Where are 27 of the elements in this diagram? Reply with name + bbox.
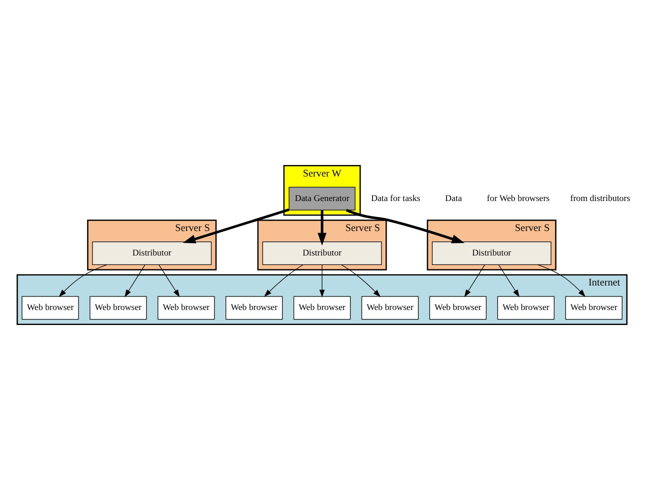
arrow (464, 264, 485, 297)
arrow (182, 208, 290, 243)
node-box: Data Generator (288, 186, 356, 210)
arrow (498, 264, 520, 297)
arrow (318, 210, 327, 246)
node-box: Web browser (158, 296, 215, 320)
arrow (264, 264, 304, 296)
node-box: Web browser (429, 296, 487, 320)
label: from distributors (570, 192, 630, 202)
node-box: Distributor (92, 241, 212, 264)
node-box: Web browser (565, 296, 622, 320)
arrow (341, 264, 381, 297)
node-box: Web browser (497, 296, 554, 320)
label: for Web browsers (486, 192, 550, 202)
node-box: Distributor (432, 241, 552, 264)
node-box: Distributor (262, 241, 382, 264)
node-box: Web browser (294, 296, 351, 320)
arrow (346, 208, 464, 243)
node-box: Web browser (22, 296, 79, 320)
label: Data (445, 192, 462, 202)
node-box: Web browser (361, 296, 419, 320)
node-box: Web browser (226, 296, 283, 320)
node-box: Web browser (90, 296, 147, 320)
arrow (158, 264, 180, 297)
arrow (124, 264, 146, 297)
arrow (319, 264, 325, 297)
label: Data for tasks (371, 192, 420, 202)
